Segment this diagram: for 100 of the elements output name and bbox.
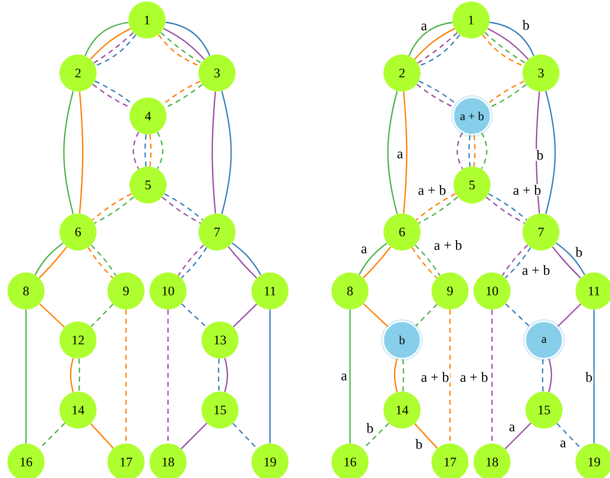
edge <box>593 310 595 444</box>
graph-node: 19 <box>252 444 288 478</box>
edge <box>90 304 114 328</box>
graph-node: 13 <box>202 322 238 358</box>
edge <box>269 310 271 444</box>
edge <box>163 28 205 60</box>
graph-node: 11 <box>576 272 610 310</box>
edge <box>394 358 398 392</box>
edge <box>218 358 220 392</box>
graph-node: 2 <box>384 54 420 92</box>
graph-node: 4 <box>130 98 166 134</box>
graph-node: 19 <box>576 444 610 478</box>
edge <box>408 22 453 56</box>
edge <box>224 358 228 392</box>
graph-node: 3 <box>198 54 236 92</box>
edge-label: a + b <box>520 264 552 276</box>
highlighted-node: a <box>524 320 564 360</box>
edge <box>468 135 471 166</box>
edge <box>156 132 164 170</box>
edge-label: a <box>558 440 568 448</box>
graph-node: 18 <box>150 444 186 478</box>
graph-node: 10 <box>474 272 510 310</box>
edge <box>358 242 388 276</box>
edge <box>180 422 208 450</box>
edge <box>38 246 68 278</box>
edge-label: b <box>522 19 530 31</box>
graph-node: 12 <box>60 322 96 358</box>
edge <box>362 246 392 278</box>
edge <box>167 310 169 444</box>
graph-node: 6 <box>384 214 420 250</box>
graph-node: 17 <box>108 444 144 478</box>
graph-node: 5 <box>454 166 490 204</box>
edge <box>556 423 582 449</box>
edge <box>489 22 534 56</box>
edge <box>473 135 476 166</box>
graph-node: 18 <box>474 444 510 478</box>
edge <box>542 359 544 392</box>
edge <box>125 310 127 444</box>
graph-node: 6 <box>60 214 96 250</box>
edge <box>38 422 66 450</box>
edge <box>349 310 351 444</box>
edge-label: a + b <box>512 184 542 196</box>
edge <box>165 22 210 56</box>
graph-node: 7 <box>522 214 560 250</box>
edge <box>536 92 540 214</box>
edge <box>84 22 129 56</box>
edge <box>70 358 74 392</box>
graph-node: 5 <box>130 166 166 204</box>
edge <box>78 92 84 214</box>
graph-node: 10 <box>150 272 186 310</box>
edge <box>362 422 390 450</box>
edge <box>415 304 438 327</box>
edge <box>505 303 530 328</box>
edge-label: a <box>396 150 404 160</box>
edge <box>149 134 152 166</box>
edge <box>402 359 404 392</box>
edge-label: a + b <box>458 371 490 383</box>
graph-node: 14 <box>384 392 420 428</box>
edge <box>414 423 438 449</box>
graph-node: 8 <box>8 272 44 310</box>
edge-label: a <box>340 372 348 382</box>
edge-label: b <box>414 438 424 450</box>
edge <box>34 242 64 276</box>
edge-label: a <box>420 22 428 32</box>
graph-node: 1 <box>128 2 166 38</box>
graph-node: 15 <box>526 392 562 428</box>
edge <box>456 132 464 170</box>
edge <box>491 310 493 444</box>
graph-node: 8 <box>332 272 368 310</box>
edge <box>78 358 80 392</box>
graph-node: 16 <box>8 444 44 478</box>
graph-node: 9 <box>432 272 468 310</box>
edge <box>489 84 527 108</box>
edge <box>449 310 451 444</box>
edge <box>232 304 258 328</box>
edge <box>63 90 74 214</box>
graph-node: 16 <box>332 444 368 478</box>
graph-node: 3 <box>522 54 560 92</box>
edge-label: b <box>536 149 544 161</box>
edge <box>363 303 388 328</box>
graph-node: 14 <box>60 392 96 428</box>
edge <box>212 92 216 214</box>
edge <box>387 90 398 214</box>
edge <box>25 310 27 444</box>
graph-node: 1 <box>452 2 490 38</box>
edge <box>402 92 408 214</box>
highlighted-node: b <box>382 320 422 360</box>
edge-label: b <box>366 422 374 434</box>
edge <box>504 422 532 450</box>
graph-node: 17 <box>432 444 468 478</box>
edge-label: b <box>584 371 594 383</box>
edge <box>181 303 207 328</box>
edge-label: a <box>360 246 368 254</box>
edge-label: b <box>574 246 584 258</box>
graph-node: 9 <box>108 272 144 310</box>
edge <box>39 303 65 328</box>
graph-node: 15 <box>202 392 238 428</box>
edge <box>232 423 258 449</box>
edge <box>487 28 529 60</box>
edge <box>221 90 232 214</box>
